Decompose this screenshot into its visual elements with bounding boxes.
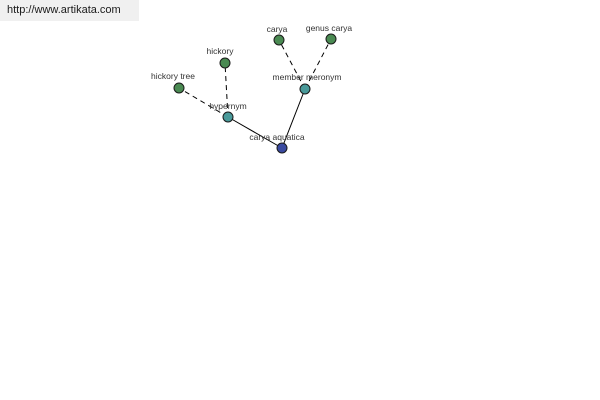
label-hypernym: hypernym bbox=[209, 101, 246, 111]
label-hickory: hickory bbox=[207, 46, 235, 56]
edge-meronym-carya bbox=[278, 39, 306, 90]
label-carya-aquatica: carya aquatica bbox=[249, 132, 305, 142]
node-carya[interactable] bbox=[273, 34, 285, 46]
edge-meronym-genus-carya bbox=[304, 38, 332, 90]
node-hypernym[interactable] bbox=[222, 111, 234, 123]
label-genus-carya: genus carya bbox=[306, 23, 353, 33]
edge-hypernym-hickory bbox=[224, 62, 229, 118]
node-carya-aquatica[interactable] bbox=[276, 142, 288, 154]
node-hickory[interactable] bbox=[219, 57, 231, 69]
source-link[interactable]: http://www.artikata.com bbox=[7, 4, 121, 16]
edge-root-member-meronym bbox=[281, 88, 306, 149]
node-member-meronym[interactable] bbox=[299, 83, 311, 95]
label-member-meronym: member meronym bbox=[273, 72, 342, 82]
edge-root-hypernym bbox=[227, 116, 283, 149]
node-genus-carya[interactable] bbox=[325, 33, 337, 45]
label-hickory-tree: hickory tree bbox=[151, 71, 195, 81]
node-hickory-tree[interactable] bbox=[173, 82, 185, 94]
label-carya: carya bbox=[267, 24, 288, 34]
edge-hypernym-hickory-tree bbox=[178, 87, 229, 118]
url-banner: http://www.artikata.com bbox=[0, 0, 139, 21]
